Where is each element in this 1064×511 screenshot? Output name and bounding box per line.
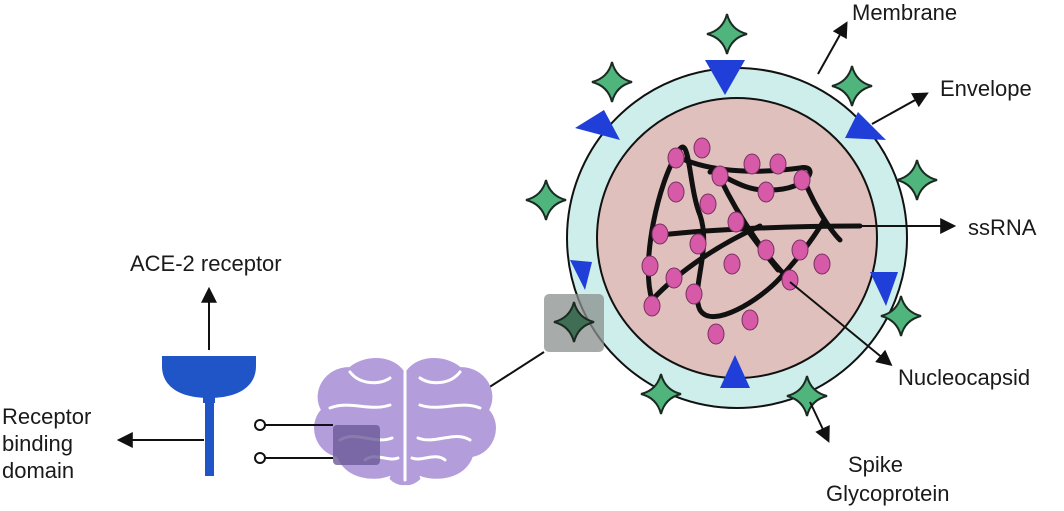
arrows	[116, 21, 957, 448]
label-rbd-line3: domain	[2, 458, 74, 483]
nucleocapsid-dot	[793, 169, 811, 191]
nucleocapsid-dot	[689, 233, 707, 255]
nucleocapsid-dot	[757, 239, 775, 261]
nucleocapsid-dot	[769, 153, 787, 175]
brain-patch	[333, 425, 380, 465]
spike-icon	[525, 179, 567, 221]
envelope-triangle	[705, 60, 745, 95]
label-rbd-line2: binding	[2, 431, 73, 456]
nucleocapsid-dot	[665, 267, 683, 289]
arrow-envelope	[871, 92, 929, 125]
nucleocapsid-proteins	[641, 137, 831, 345]
receptor-icon	[162, 356, 256, 476]
nucleocapsid-dot	[651, 223, 669, 245]
connector-dot	[254, 419, 266, 431]
brain-icon	[314, 357, 496, 486]
nucleocapsid-dot	[667, 181, 685, 203]
spike-highlight	[544, 294, 604, 352]
label-ace2: ACE-2 receptor	[130, 251, 282, 276]
envelope-triangle	[845, 112, 886, 140]
label-spike-line1: Spike	[848, 452, 903, 477]
spike-icon	[706, 13, 748, 55]
nucleocapsid-dot	[741, 309, 759, 331]
spike-icon	[880, 295, 922, 337]
spike-glycoproteins	[525, 13, 938, 417]
label-nucleocapsid: Nucleocapsid	[898, 365, 1030, 390]
spike-icon	[640, 373, 682, 415]
receptor-cup	[162, 356, 256, 398]
label-ssrna: ssRNA	[968, 215, 1037, 240]
nucleocapsid-dot	[813, 253, 831, 275]
label-spike-line2: Glycoprotein	[826, 481, 950, 506]
virus-icon	[525, 13, 938, 417]
nucleocapsid-dot	[641, 255, 659, 277]
nucleocapsid-dot	[667, 147, 685, 169]
arrow-nucleocapsid	[789, 281, 893, 367]
spike-icon	[786, 375, 828, 417]
spike-icon	[896, 159, 938, 201]
nucleocapsid-dot	[727, 211, 745, 233]
envelope-triangle	[870, 272, 898, 306]
nucleocapsid-dot	[693, 137, 711, 159]
envelope-triangle	[720, 355, 750, 388]
label-envelope: Envelope	[940, 76, 1032, 101]
nucleocapsid-dot	[685, 283, 703, 305]
nucleocapsid-dot	[711, 165, 729, 187]
arrow-membrane	[817, 21, 848, 75]
label-rbd-line1: Receptor	[2, 404, 91, 429]
receptor-neck	[203, 395, 215, 403]
arrow-spike	[809, 401, 830, 443]
envelope-triangle	[570, 260, 592, 290]
nucleocapsid-dot	[757, 181, 775, 203]
envelope-proteins	[570, 60, 898, 388]
nucleocapsid-dot	[643, 295, 661, 317]
nucleocapsid-dot	[791, 239, 809, 261]
envelope-triangle	[575, 110, 620, 140]
spike-icon	[831, 65, 873, 107]
nucleocapsid-dot	[699, 193, 717, 215]
nucleocapsid-dot	[743, 153, 761, 175]
receptor-stem	[205, 403, 214, 476]
connector-dot	[254, 452, 266, 464]
label-membrane: Membrane	[852, 0, 957, 25]
spike-icon	[591, 61, 633, 103]
nucleocapsid-dot	[707, 323, 725, 345]
nucleocapsid-dot	[723, 253, 741, 275]
spike-icon	[553, 301, 595, 343]
